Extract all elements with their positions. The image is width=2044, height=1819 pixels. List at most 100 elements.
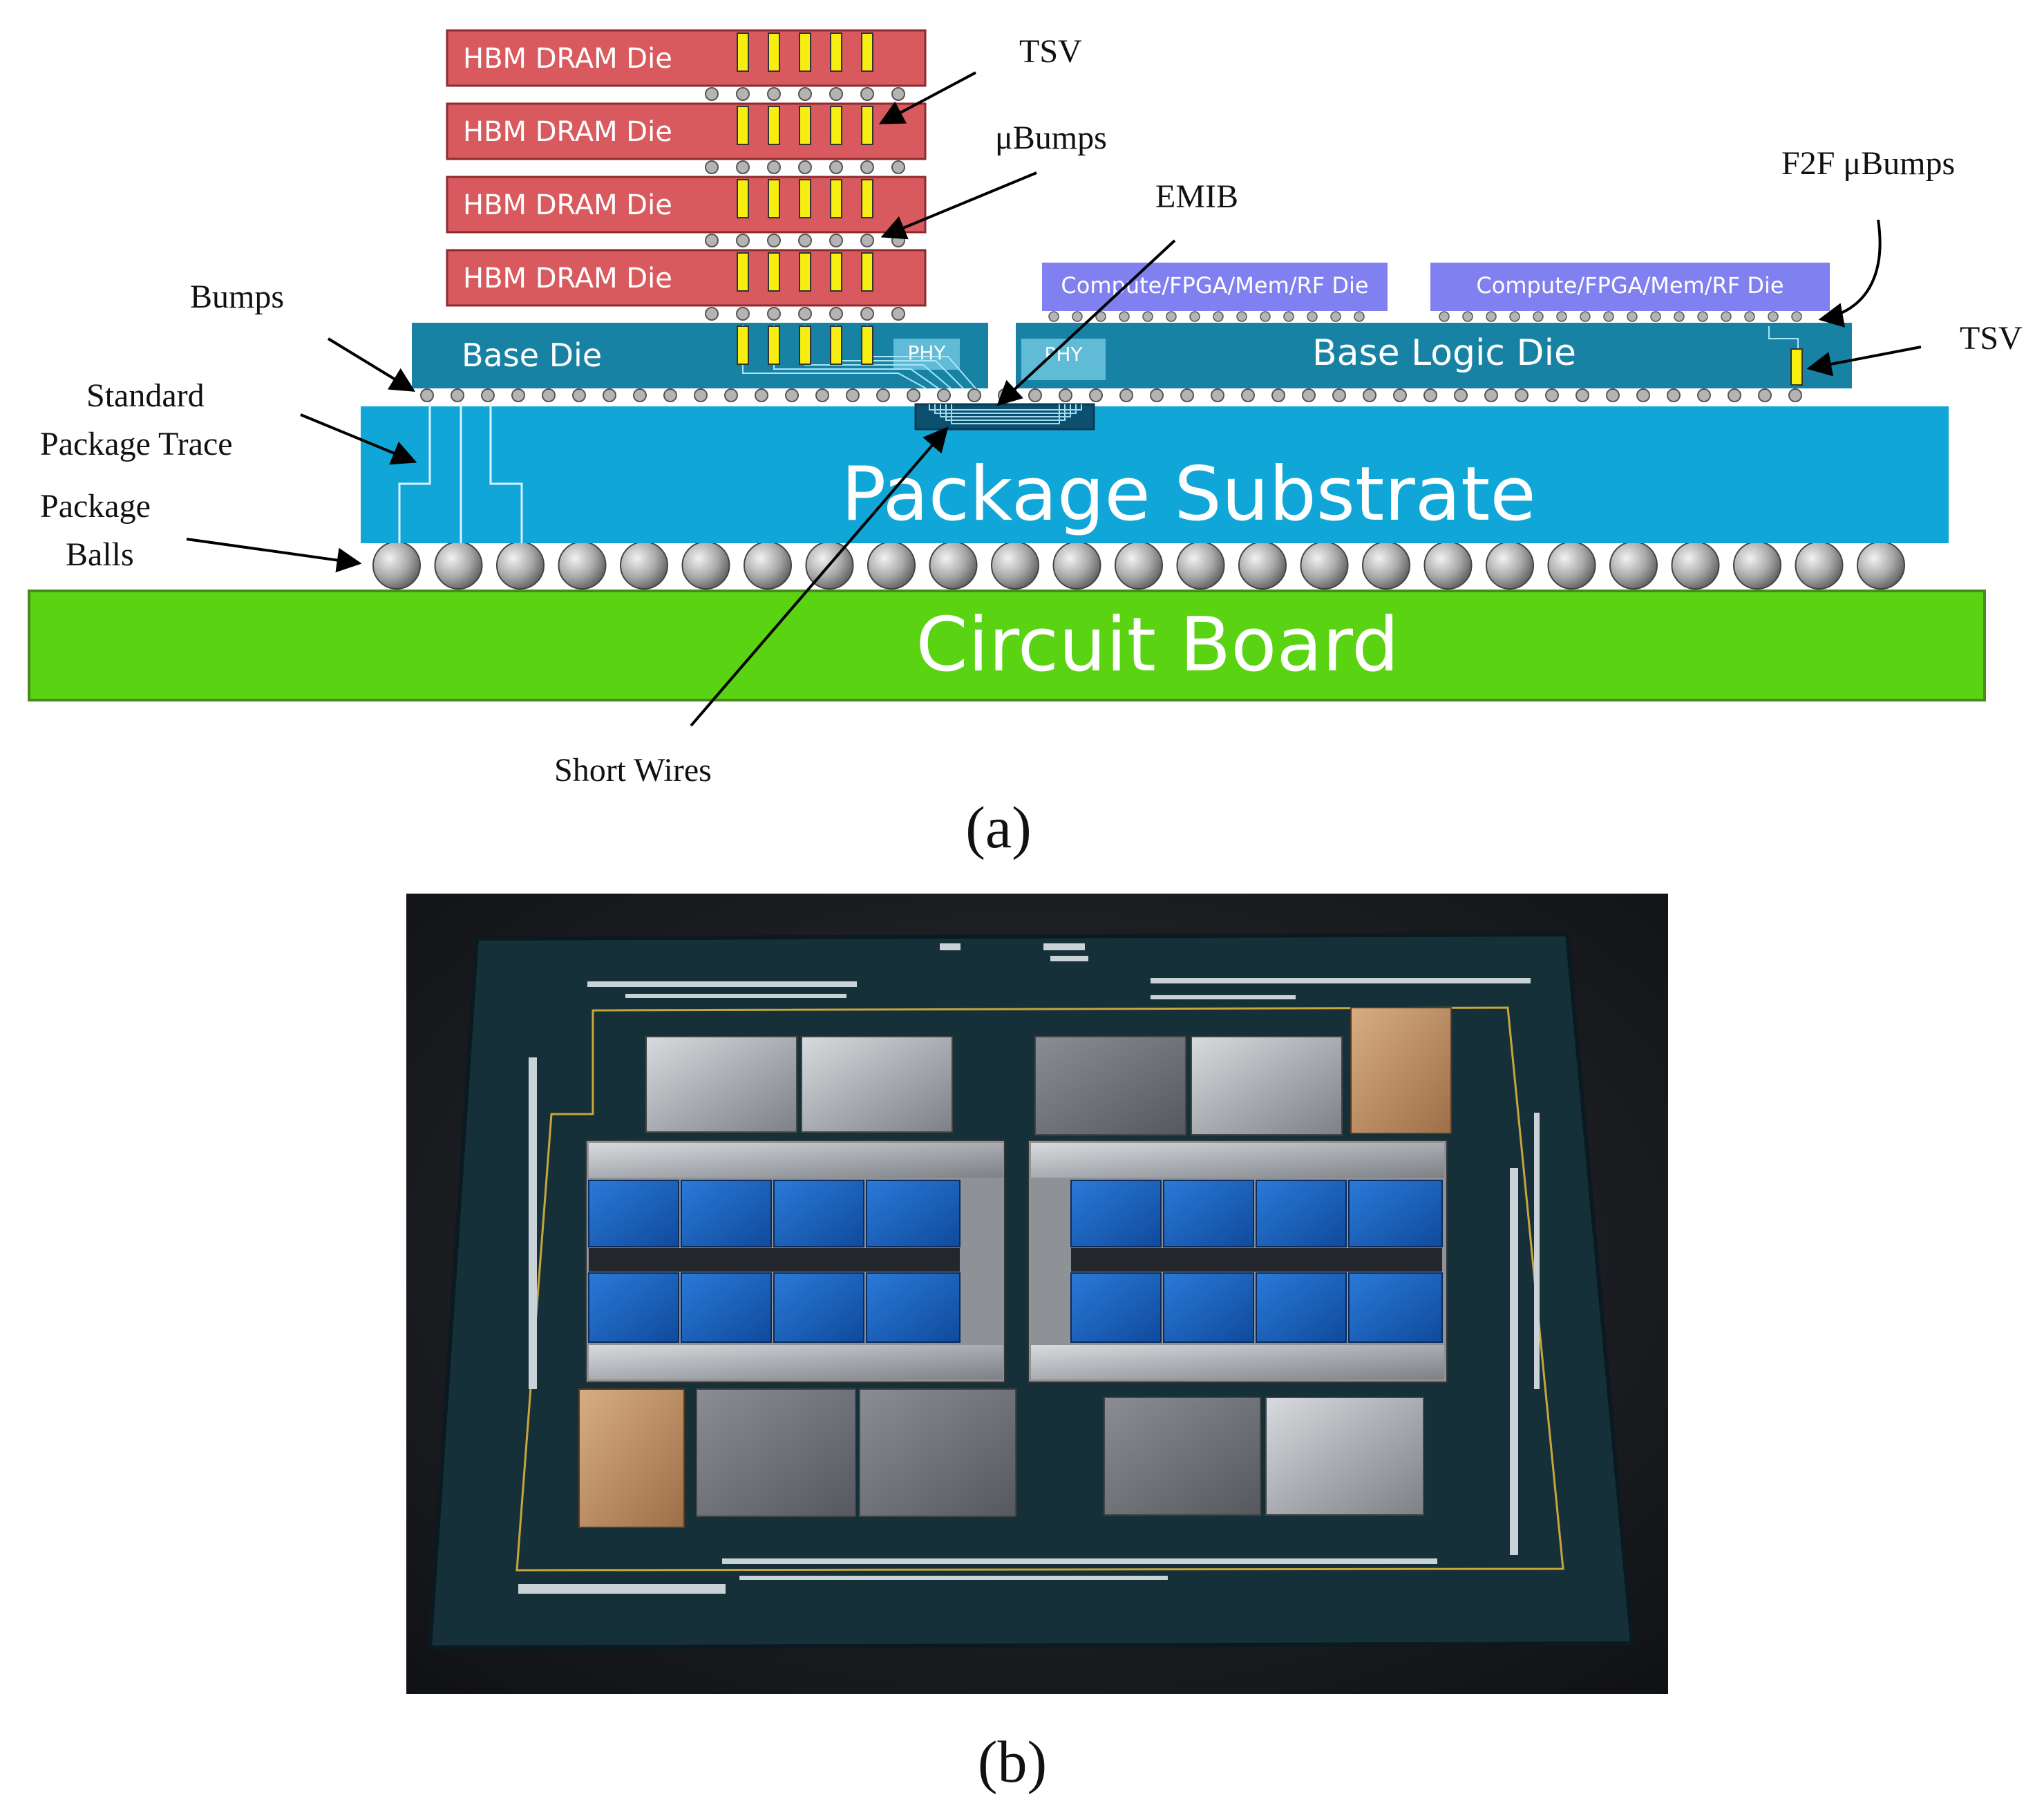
photo-hbm-br-2 bbox=[1265, 1397, 1424, 1516]
f2f-bump bbox=[1213, 311, 1224, 322]
bump bbox=[1332, 388, 1346, 402]
circuit-board-label: Circuit Board bbox=[916, 602, 1399, 688]
tsv bbox=[737, 252, 749, 292]
tsv bbox=[830, 252, 842, 292]
photo-gold-outline bbox=[515, 1006, 1564, 1572]
microbump bbox=[860, 234, 874, 247]
standard-package-trace bbox=[398, 399, 523, 543]
bump bbox=[1089, 388, 1103, 402]
emib-wire bbox=[940, 404, 1071, 417]
microbump bbox=[767, 234, 781, 247]
bump bbox=[1241, 388, 1255, 402]
callout-standard-line2: Package Trace bbox=[40, 426, 233, 462]
callout-ubumps: μBumps bbox=[995, 120, 1107, 156]
bump bbox=[511, 388, 525, 402]
microbump bbox=[767, 307, 781, 321]
bump bbox=[542, 388, 556, 402]
microbump bbox=[798, 307, 812, 321]
base-die-label: Base Die bbox=[462, 337, 602, 374]
package-ball bbox=[434, 541, 483, 590]
callout-f2f-ubumps: F2F μBumps bbox=[1781, 145, 1955, 182]
f2f-bump bbox=[1509, 311, 1520, 322]
microbump bbox=[829, 307, 843, 321]
microbump bbox=[736, 87, 750, 101]
arrow-emib bbox=[996, 239, 1176, 406]
hbm-stack: HBM DRAM Die HBM DRAM Die HBM DRAM Die H… bbox=[446, 29, 927, 307]
phy-right-label: PHY bbox=[1044, 343, 1083, 366]
f2f-bump bbox=[1439, 311, 1450, 322]
tsv bbox=[768, 32, 780, 72]
emib-wire bbox=[934, 404, 1077, 414]
tsv bbox=[861, 252, 873, 292]
package-ball bbox=[1486, 541, 1534, 590]
bump bbox=[1393, 388, 1407, 402]
arrow-package-balls bbox=[186, 538, 362, 573]
microbump bbox=[798, 160, 812, 174]
f2f-bump bbox=[1095, 311, 1106, 322]
arrow-ubumps bbox=[880, 171, 1037, 240]
bump bbox=[1728, 388, 1741, 402]
microbump bbox=[891, 307, 905, 321]
hbm-die-3-label: HBM DRAM Die bbox=[463, 189, 672, 221]
base-logic-die-label: Base Logic Die bbox=[1312, 332, 1576, 374]
package-ball bbox=[1300, 541, 1349, 590]
f2f-bump bbox=[1721, 311, 1732, 322]
f2f-bump bbox=[1533, 311, 1544, 322]
photo-hbm-bl-2 bbox=[859, 1388, 1016, 1517]
tsv-base-logic bbox=[1790, 348, 1803, 386]
bump bbox=[1697, 388, 1711, 402]
f2f-bump bbox=[1580, 311, 1591, 322]
base-logic-die: PHY Base Logic Die bbox=[1016, 323, 1852, 388]
f2f-bump bbox=[1650, 311, 1661, 322]
bump bbox=[785, 388, 799, 402]
package-ball bbox=[1115, 541, 1163, 590]
photo-hbm-br-1 bbox=[1104, 1397, 1261, 1516]
bump bbox=[481, 388, 495, 402]
package-ball bbox=[1547, 541, 1596, 590]
emib-wire bbox=[929, 404, 1082, 411]
package-ball bbox=[867, 541, 916, 590]
compute-die-left-label: Compute/FPGA/Mem/RF Die bbox=[1061, 272, 1368, 299]
tsv bbox=[861, 326, 873, 365]
callout-package-balls-line2: Balls bbox=[66, 536, 134, 573]
tsv bbox=[737, 179, 749, 218]
microbump bbox=[891, 234, 905, 247]
tsv bbox=[799, 179, 811, 218]
tsv bbox=[737, 32, 749, 72]
photo-hbm-bl-1 bbox=[696, 1388, 856, 1517]
bump bbox=[572, 388, 586, 402]
f2f-bump bbox=[1697, 311, 1708, 322]
microbump bbox=[767, 160, 781, 174]
emib-wire bbox=[951, 404, 1060, 424]
base-die: Base Die PHY bbox=[412, 323, 988, 389]
tsv bbox=[861, 179, 873, 218]
package-ball bbox=[372, 541, 421, 590]
tsv bbox=[768, 179, 780, 218]
tsv bbox=[799, 252, 811, 292]
bump bbox=[846, 388, 860, 402]
package-ball bbox=[620, 541, 668, 590]
f2f-bump bbox=[1119, 311, 1130, 322]
tsv bbox=[830, 106, 842, 145]
microbump bbox=[736, 234, 750, 247]
bump bbox=[907, 388, 920, 402]
callout-emib: EMIB bbox=[1155, 178, 1238, 215]
package-ball bbox=[1609, 541, 1658, 590]
chip-package-photo-icon bbox=[406, 894, 1668, 1694]
bump bbox=[937, 388, 951, 402]
package-ball bbox=[1423, 541, 1473, 590]
photo-copper-bl bbox=[578, 1388, 685, 1528]
bump bbox=[1545, 388, 1559, 402]
f2f-bump bbox=[1166, 311, 1177, 322]
bump bbox=[1423, 388, 1437, 402]
compute-die-right: Compute/FPGA/Mem/RF Die bbox=[1430, 263, 1830, 311]
microbump bbox=[829, 160, 843, 174]
hbm-die-4-label: HBM DRAM Die bbox=[463, 263, 672, 294]
cross-section-diagram: Circuit Board Package Substrate B bbox=[28, 29, 2023, 860]
f2f-bump bbox=[1330, 311, 1341, 322]
callout-bumps: Bumps bbox=[190, 279, 284, 315]
f2f-bump bbox=[1142, 311, 1153, 322]
bump bbox=[755, 388, 768, 402]
microbump bbox=[829, 234, 843, 247]
package-ball bbox=[991, 541, 1039, 590]
